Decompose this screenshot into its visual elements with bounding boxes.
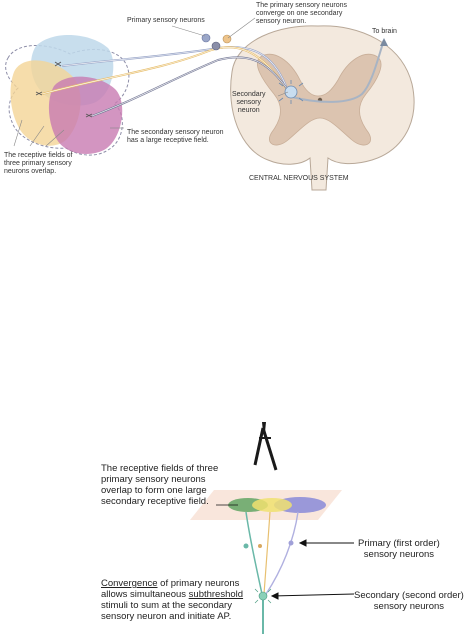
label-central-nervous-system: CENTRAL NERVOUS SYSTEM: [249, 175, 349, 182]
neuron-body-icon: [258, 591, 268, 601]
caliper-stimulus: [253, 422, 278, 471]
label-primary-first-order: Primary (first order) sensory neurons: [358, 538, 440, 560]
label-fields-overlap: The receptive fields of three primary se…: [4, 152, 73, 175]
label-primary-sensory-neurons: Primary sensory neurons: [127, 17, 205, 24]
primary-sensory-neurons: [35, 33, 289, 118]
subthreshold-word: subthreshold: [188, 589, 244, 600]
label-large-receptive-field: The secondary sensory neuron has a large…: [127, 129, 224, 144]
label-secondary-neuron: Secondary sensory neuron: [232, 91, 266, 114]
neuron-body-icon: [211, 41, 221, 51]
convergence-word: Convergence: [101, 578, 158, 589]
neuron-body-icon: [222, 34, 232, 44]
secondary-sensory-neuron: [278, 80, 304, 104]
label-convergence-explanation: Convergence of primary neurons allows si…: [101, 578, 244, 622]
neuron-body-icon: [288, 540, 294, 546]
label-to-brain: To brain: [372, 28, 397, 35]
neuron-body-icon: [243, 543, 249, 549]
receptive-fields: [5, 34, 130, 156]
bottom-neurons: [243, 511, 299, 634]
overlapping-receptive-fields: [228, 497, 326, 513]
label-receptive-fields-overlap: The receptive fields of three primary se…: [101, 463, 219, 507]
label-convergence-note: The primary sensory neurons converge on …: [256, 2, 348, 25]
label-secondary-second-order: Secondary (second order) sensory neurons: [354, 590, 464, 612]
neuron-body-icon: [258, 544, 262, 548]
